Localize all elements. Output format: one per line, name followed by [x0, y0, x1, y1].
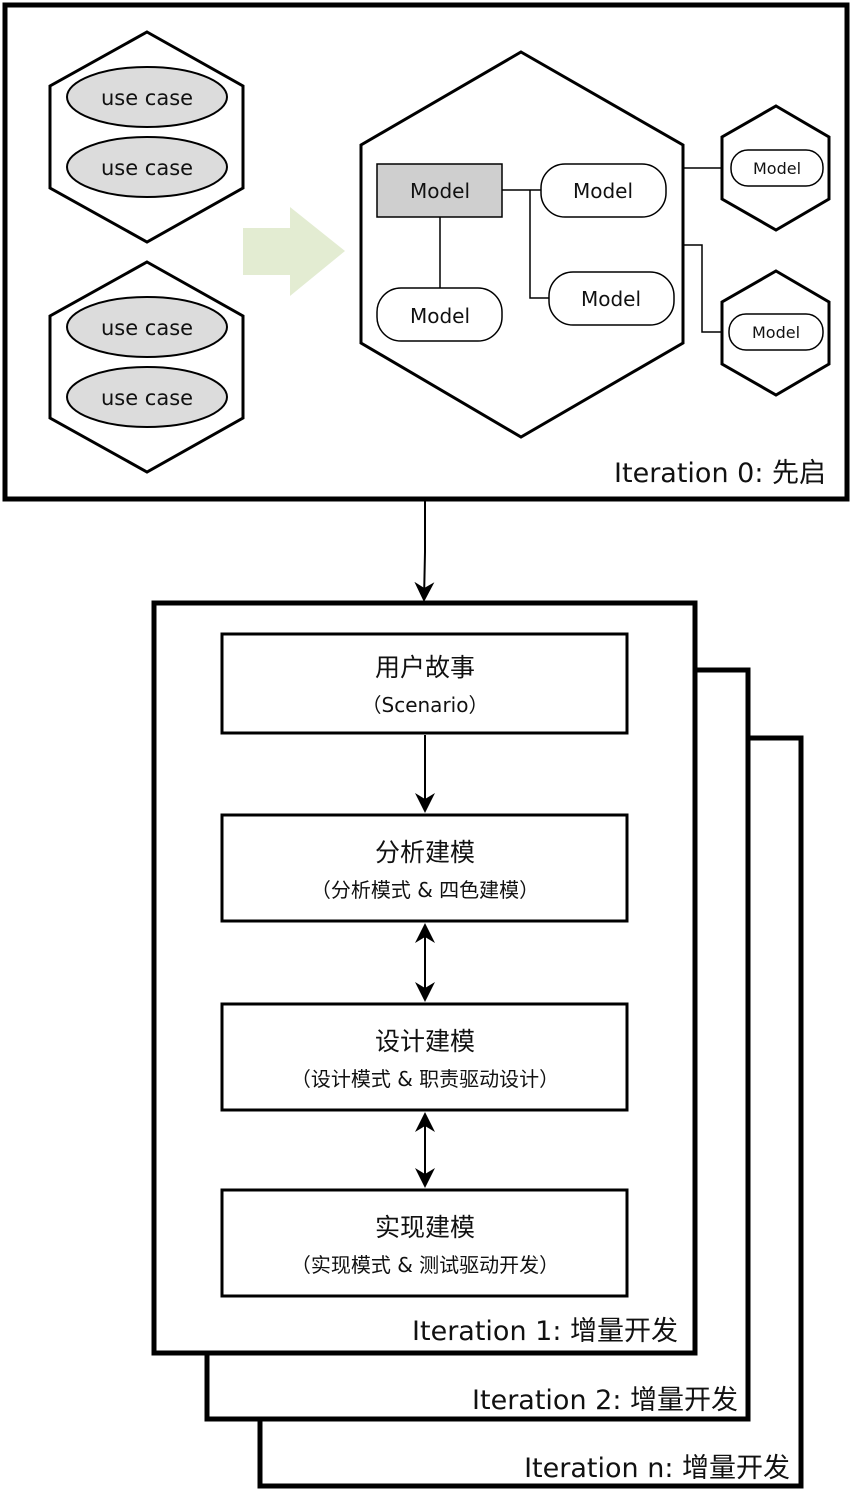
step-title: 设计建模 [375, 1027, 475, 1056]
right-arrow-icon [243, 207, 345, 296]
iteration-0-label: Iteration 0: 先启 [614, 458, 826, 489]
flow-arrow [414, 501, 435, 602]
step-analysis-modeling: 分析建模 （分析模式 & 四色建模） [220, 813, 629, 923]
step-title: 实现建模 [375, 1213, 475, 1242]
model-label: Model [581, 287, 641, 311]
iteration-1-label: Iteration 1: 增量开发 [412, 1316, 678, 1347]
step-subtitle: （设计模式 & 职责驱动设计） [291, 1067, 559, 1091]
use-case-label: use case [101, 86, 193, 110]
model-box [540, 163, 667, 218]
use-case-ellipse [66, 66, 228, 128]
use-case-label: use case [101, 156, 193, 180]
model-box-small [730, 149, 824, 187]
model-label: Model [410, 179, 470, 203]
step-subtitle: （分析模式 & 四色建模） [311, 878, 539, 902]
model-box [548, 271, 675, 326]
model-label: Model [753, 159, 801, 178]
use-case-label: use case [101, 316, 193, 340]
step-subtitle: （实现模式 & 测试驱动开发） [291, 1253, 559, 1277]
model-box-main [376, 163, 503, 218]
iteration-2-label: Iteration 2: 增量开发 [472, 1385, 738, 1416]
model-label: Model [410, 304, 470, 328]
iteration-n-label: Iteration n: 增量开发 [524, 1453, 790, 1484]
step-title: 分析建模 [375, 838, 475, 867]
model-hexagon-external-2: Model [720, 269, 831, 397]
use-case-label: use case [101, 386, 193, 410]
step-design-modeling: 设计建模 （设计模式 & 职责驱动设计） [220, 1002, 629, 1112]
step-user-story: 用户故事 （Scenario） [220, 632, 629, 735]
step-implementation-modeling: 实现建模 （实现模式 & 测试驱动开发） [220, 1188, 629, 1298]
model-label: Model [752, 323, 800, 342]
use-case-ellipse [66, 136, 228, 198]
use-case-hexagon-1: use case use case [48, 30, 245, 244]
model-hexagon-main: Model Model Model Model [359, 50, 685, 439]
model-hexagon-external-1: Model [720, 104, 831, 232]
step-subtitle: （Scenario） [362, 693, 489, 717]
use-case-hexagon-2: use case use case [48, 260, 245, 474]
model-label: Model [573, 179, 633, 203]
model-box-small [728, 313, 824, 351]
use-case-ellipse [66, 366, 228, 428]
use-case-ellipse [66, 296, 228, 358]
model-box [376, 287, 503, 342]
step-title: 用户故事 [375, 653, 475, 682]
